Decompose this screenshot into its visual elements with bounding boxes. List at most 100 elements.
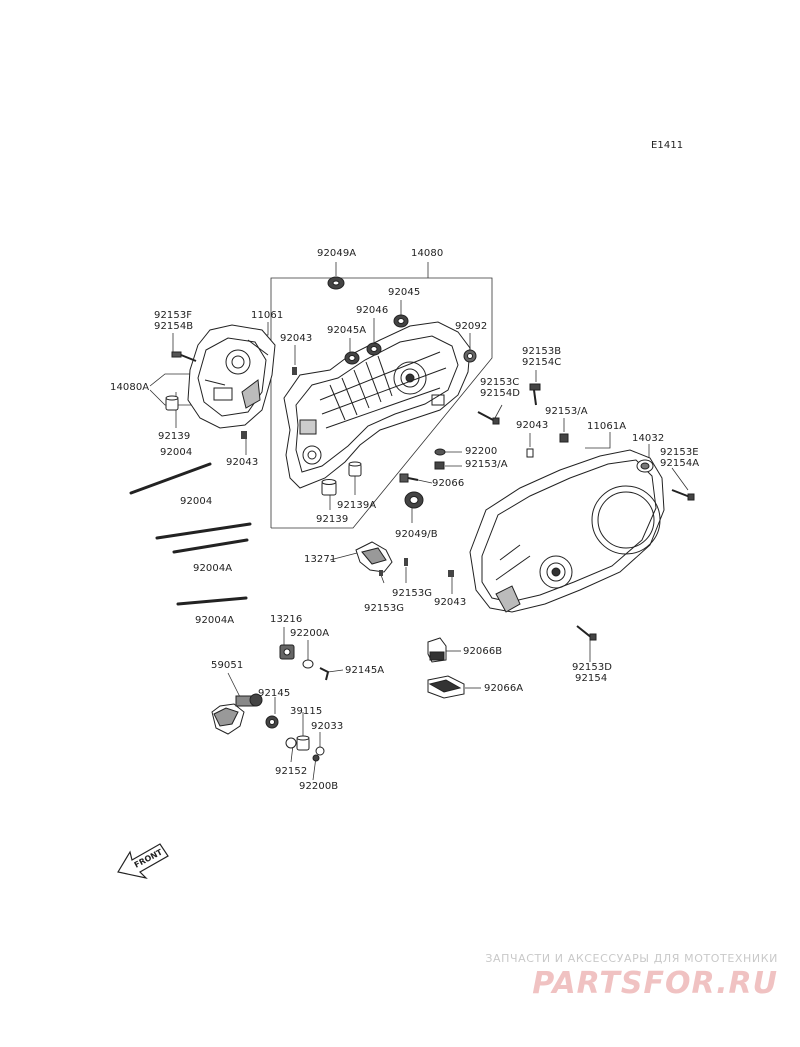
circlip-92033 [315,746,325,756]
part-label-11061: 11061 [251,310,284,321]
part-label-92152: 92152 [275,766,308,777]
pin-92043-c [526,448,534,458]
part-label-92004-b: 92004 [180,496,213,507]
part-label-92043-c: 92043 [516,420,549,431]
part-label-92200B: 92200B [299,781,339,792]
part-label-92043-d: 92043 [434,597,467,608]
part-label-92049A: 92049A [317,248,357,259]
part-label-92045: 92045 [388,287,421,298]
washer-92152 [285,737,297,749]
part-label-92153A-top: 92153/A [545,406,588,417]
pin-92043-d [448,570,454,577]
part-label-14080A: 14080A [110,382,150,393]
stud-92004-a [129,462,212,495]
part-label-14080: 14080 [411,248,444,259]
part-label-92153F: 92153F [154,310,193,321]
part-label-92139-a: 92139 [158,431,191,442]
bushing-39115 [296,735,310,751]
part-label-92154: 92154 [575,673,608,684]
part-label-92153G-a: 92153G [392,588,433,599]
part-label-92066A: 92066A [484,683,524,694]
part-label-92045A: 92045A [327,325,367,336]
dowel-92139A [348,461,362,477]
part-label-92004A-b: 92004A [195,615,235,626]
gear-13216 [279,644,295,660]
part-label-92004A-a: 92004A [193,563,233,574]
group-bracket-14080 [270,277,493,529]
crankcase-left-part [187,324,276,429]
dowel-92139 [321,479,337,496]
pin-92043-b [241,431,247,439]
part-label-92200A: 92200A [290,628,330,639]
bolt-92153A-right [559,433,569,443]
pad-92066B [427,637,447,663]
part-label-92200: 92200 [465,446,498,457]
part-label-92043-a: 92043 [280,333,313,344]
dowel-92139-left [165,395,179,411]
part-label-92139A: 92139A [337,500,377,511]
stud-92004A-b [176,596,248,606]
part-label-92154D: 92154D [480,388,521,399]
part-label-39115: 39115 [290,706,323,717]
watermark-caption: ЗАПЧАСТИ И АКСЕССУАРЫ ДЛЯ МОТОТЕХНИКИ [485,952,778,965]
bearing-92046 [366,342,382,356]
bolt-92153A [434,461,445,470]
part-label-92145A: 92145A [345,665,385,676]
cover-11061A [469,449,665,613]
pad-92066A [427,675,465,699]
bearing-92049B [404,491,424,509]
bolt-92153G-b [379,570,383,576]
part-label-92066B: 92066B [463,646,503,657]
bearing-92049A [327,276,345,290]
part-label-92154A: 92154A [660,458,700,469]
bolt-92153C [477,411,500,425]
bolt-92153B [529,383,541,406]
seal-92092 [463,349,477,363]
spring-92145A [319,667,330,681]
part-label-92066: 92066 [432,478,465,489]
diagram-code: E1411 [651,140,684,151]
front-arrow-icon [117,843,169,880]
part-label-92033: 92033 [311,721,344,732]
watermark-logo: PARTSFOR.RU [532,966,778,1001]
washer-92200A [302,659,314,669]
part-label-13271: 13271 [304,554,337,565]
kick-gear-59051 [211,693,263,735]
bearing-92045A [344,351,360,365]
part-label-92145: 92145 [258,688,291,699]
spring-92145 [265,715,279,729]
part-label-92043-b: 92043 [226,457,259,468]
stud-92004-b [155,522,252,540]
part-label-92139-b: 92139 [316,514,349,525]
stud-92004A-a [172,538,249,554]
part-label-92046: 92046 [356,305,389,316]
bracket-13271 [355,541,393,573]
part-label-92153G-b: 92153G [364,603,405,614]
bolt-92066 [399,473,419,483]
part-label-92154B: 92154B [154,321,194,332]
washer-92200B [312,754,320,762]
part-label-92153C: 92153C [480,377,520,388]
bearing-92045 [393,314,409,328]
pin-92043-a [292,367,297,375]
part-label-59051: 59051 [211,660,244,671]
part-label-92153B: 92153B [522,346,562,357]
part-label-92049B: 92049/B [395,529,438,540]
crankcase-main [283,321,471,489]
cap-14032 [636,459,654,473]
part-label-92153A-mid: 92153/A [465,459,508,470]
part-label-92153D: 92153D [572,662,613,673]
part-label-11061A: 11061A [587,421,627,432]
bolt-92153D [576,625,597,641]
bolt-92153F [171,351,197,362]
part-label-92154C: 92154C [522,357,562,368]
bolt-92153E [671,489,695,501]
washer-92200 [434,448,446,456]
part-label-92153E: 92153E [660,447,699,458]
part-label-13216: 13216 [270,614,303,625]
studs [129,462,252,606]
part-label-14032: 14032 [632,433,665,444]
bolt-92153G-a [404,558,408,566]
part-label-92004-a: 92004 [160,447,193,458]
